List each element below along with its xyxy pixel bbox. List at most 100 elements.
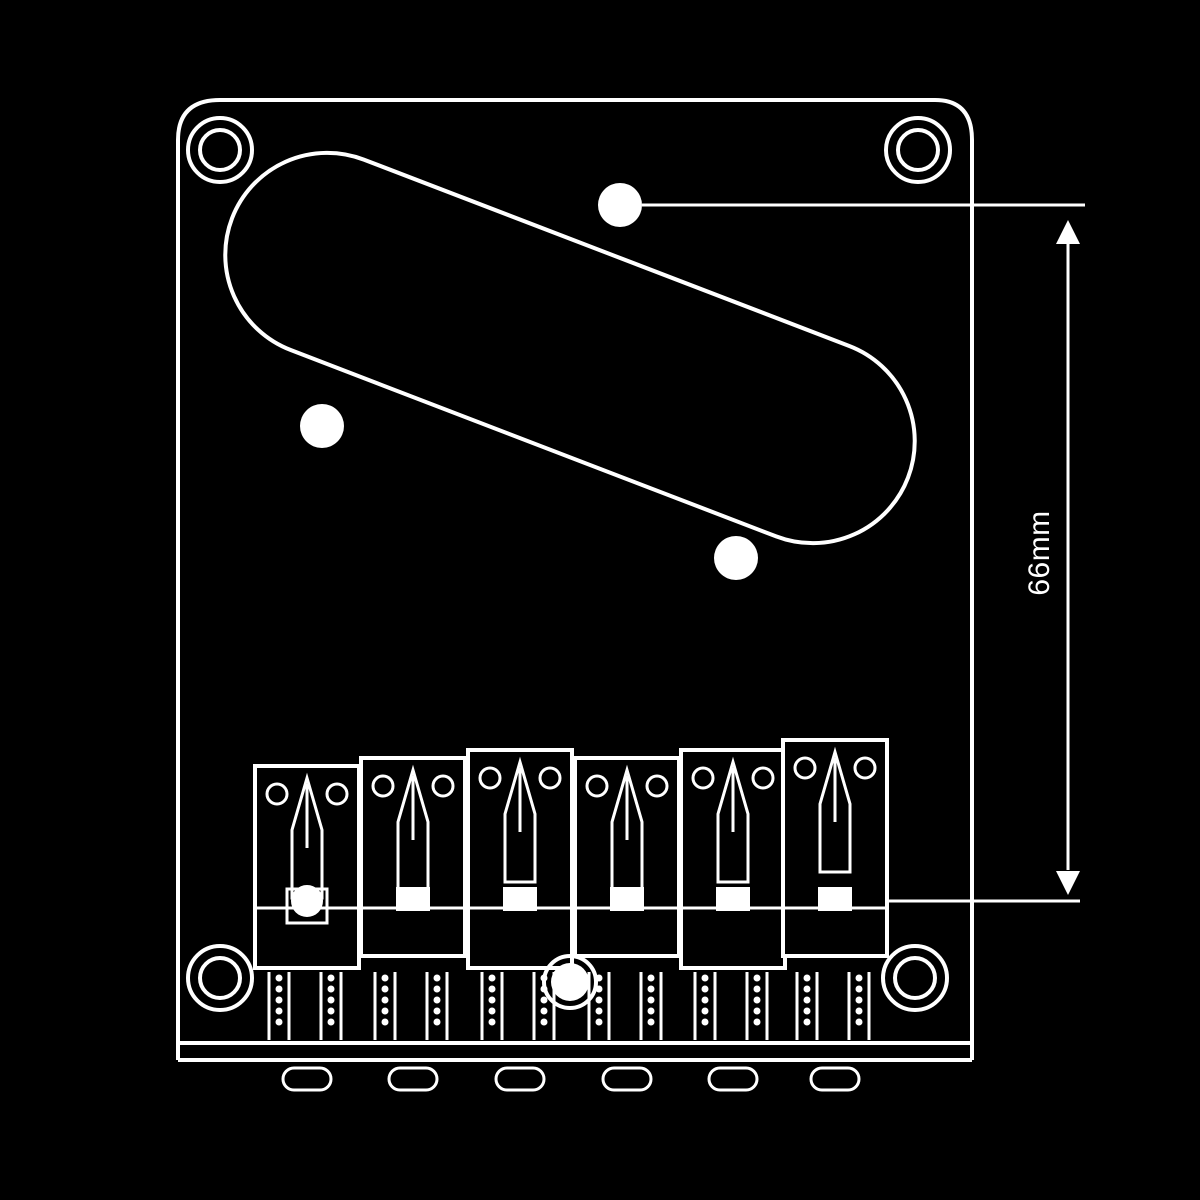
height-screw-dot [701, 996, 709, 1004]
saddle-hole-left [371, 774, 395, 798]
saddle-hole-right [751, 766, 775, 790]
height-screw-dot [647, 1018, 655, 1026]
height-screw-dot [327, 996, 335, 1004]
height-screw-dot [327, 1018, 335, 1026]
height-screw-dot [595, 1007, 603, 1015]
height-screw-dot [540, 996, 548, 1004]
string-contact-dot [291, 885, 323, 917]
dimension-arrow-top [1056, 220, 1080, 244]
pickup-screw-hole-top [598, 183, 642, 227]
height-screw-dot [753, 1018, 761, 1026]
saddle-spear [818, 746, 852, 874]
saddle-body [253, 764, 361, 970]
height-screw-dot [327, 974, 335, 982]
saddle-5 [679, 748, 787, 1092]
saddle-3 [466, 748, 574, 1092]
height-screw-dot [488, 985, 496, 993]
height-screw-dot [488, 996, 496, 1004]
height-screw-dot [855, 996, 863, 1004]
height-screw-dot [855, 985, 863, 993]
height-screw-dot [753, 996, 761, 1004]
saddle-hole-right [325, 782, 349, 806]
pickup-screw-hole-bottom [714, 536, 758, 580]
height-screw-dot [327, 1007, 335, 1015]
saddle-hole-left [265, 782, 289, 806]
saddle-spear [716, 756, 750, 884]
height-screw-dot [275, 1007, 283, 1015]
height-screw-dot [647, 974, 655, 982]
height-screw-dot [595, 996, 603, 1004]
height-screw-dot [647, 1007, 655, 1015]
height-screw-dot [701, 985, 709, 993]
height-screw-dot [803, 985, 811, 993]
pickup-screw-hole-left [300, 404, 344, 448]
intonation-screw-head [601, 1066, 653, 1092]
mounting-hole-top-left [186, 116, 254, 184]
height-screw-dot [381, 974, 389, 982]
saddle-hole-right [645, 774, 669, 798]
intonation-screw-head [387, 1066, 439, 1092]
height-screw-dot [433, 985, 441, 993]
intonation-screw-head [281, 1066, 333, 1092]
height-screw-dot [488, 1007, 496, 1015]
saddle-6 [781, 738, 889, 1092]
mounting-hole-top-right [884, 116, 952, 184]
height-screw-dot [275, 996, 283, 1004]
height-screw-dot [701, 974, 709, 982]
mounting-hole-bottom-right [881, 944, 949, 1012]
saddle-4 [573, 756, 681, 1092]
saddle-2 [359, 756, 467, 1092]
height-screw-dot [540, 1007, 548, 1015]
mounting-hole-bottom-left [186, 944, 254, 1012]
saddle-group [253, 738, 889, 1092]
saddle-hole-left [478, 766, 502, 790]
height-screw-dot [803, 974, 811, 982]
height-screw-dot [855, 974, 863, 982]
baseplate-outline [176, 98, 974, 1060]
dimension-label: 66mm [1023, 510, 1056, 596]
saddle-hole-right [853, 756, 877, 780]
height-screw-dot [803, 1007, 811, 1015]
intonation-screw-head [707, 1066, 759, 1092]
saddle-hole-left [585, 774, 609, 798]
height-screw-dot [647, 996, 655, 1004]
height-screw-dot [647, 985, 655, 993]
height-screw-dot [433, 996, 441, 1004]
height-screw-dot [701, 1007, 709, 1015]
height-screw-dot [381, 1007, 389, 1015]
intonation-screw-head [809, 1066, 861, 1092]
saddle-hole-left [793, 756, 817, 780]
height-screw-dot [433, 1018, 441, 1026]
height-screw-dot [381, 1018, 389, 1026]
height-screw-dot [701, 1018, 709, 1026]
height-screw-dot [855, 1007, 863, 1015]
height-screw-dot [803, 1018, 811, 1026]
height-screw-dot [488, 1018, 496, 1026]
height-screw-dot [753, 1007, 761, 1015]
height-screw-dot [327, 985, 335, 993]
dimension-arrow-bottom [1056, 871, 1080, 895]
height-screw-dot [855, 1018, 863, 1026]
height-screw-dot [753, 974, 761, 982]
height-screw-dot [540, 1018, 548, 1026]
saddle-hole-left [691, 766, 715, 790]
saddle-spear [503, 756, 537, 884]
height-screw-dot [433, 1007, 441, 1015]
height-screw-dot [488, 974, 496, 982]
intonation-hole [542, 954, 598, 1010]
height-screw-dot [753, 985, 761, 993]
height-screw-dot [381, 985, 389, 993]
saddle-1 [253, 764, 361, 1092]
intonation-screw-head [494, 1066, 546, 1092]
height-screw-dot [275, 985, 283, 993]
height-screw-dot [595, 1018, 603, 1026]
height-screw-dot [275, 1018, 283, 1026]
saddle-hole-right [431, 774, 455, 798]
height-screw-dot [275, 974, 283, 982]
pickup-cavity [223, 150, 917, 546]
height-screw-dot [803, 996, 811, 1004]
height-screw-dot [433, 974, 441, 982]
height-screw-dot [381, 996, 389, 1004]
